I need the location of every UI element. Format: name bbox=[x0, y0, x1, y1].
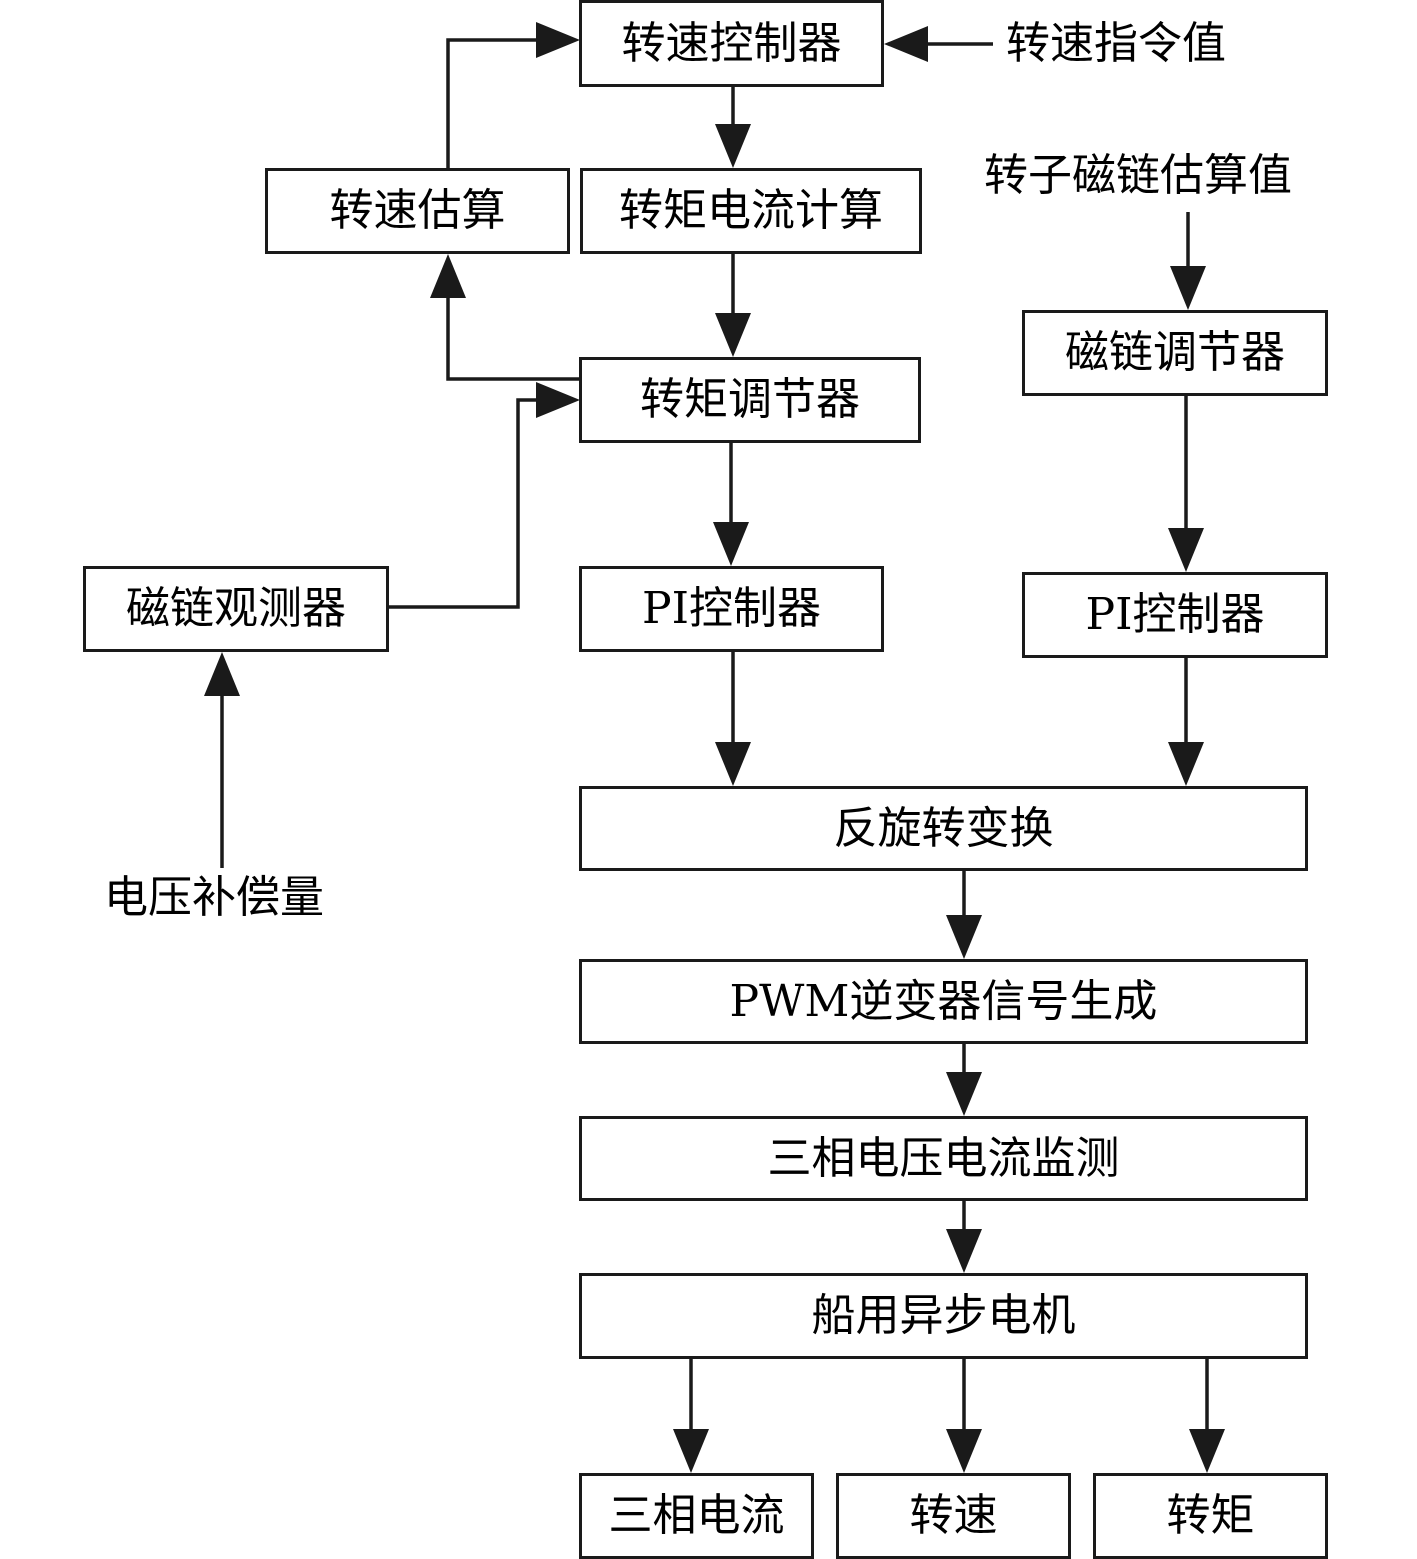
arrowhead bbox=[884, 26, 928, 62]
marine-motor-label: 船用异步电机 bbox=[811, 1290, 1076, 1341]
arrowhead bbox=[713, 522, 749, 566]
three-phase-monitor-label: 三相电压电流监测 bbox=[767, 1132, 1120, 1184]
torque-regulator-box: 转矩调节器 bbox=[579, 357, 921, 443]
speed-estimation-label: 转速估算 bbox=[329, 185, 506, 236]
arrowhead bbox=[715, 124, 751, 168]
arrowhead bbox=[715, 313, 751, 357]
rotor-flux-estimate-label: 转子磁链估算值 bbox=[984, 150, 1292, 201]
pwm-generation-label: PWM逆变器信号生成 bbox=[729, 975, 1158, 1027]
arrowhead bbox=[715, 742, 751, 786]
output-three-phase-current-box: 三相电流 bbox=[579, 1473, 814, 1559]
output-speed-box: 转速 bbox=[836, 1473, 1071, 1559]
pwm-generation-box: PWM逆变器信号生成 bbox=[579, 959, 1308, 1044]
arrowhead bbox=[1168, 742, 1204, 786]
arrowhead bbox=[946, 1229, 982, 1273]
pi-controller-right-label: PI控制器 bbox=[1085, 589, 1265, 640]
output-three-phase-current-label: 三相电流 bbox=[608, 1490, 785, 1541]
pi-controller-left-label: PI控制器 bbox=[642, 583, 821, 634]
arrowhead bbox=[673, 1429, 709, 1473]
torque-regulator-label: 转矩调节器 bbox=[640, 374, 860, 425]
flux-regulator-label: 磁链调节器 bbox=[1065, 327, 1285, 378]
torque-current-calc-box: 转矩电流计算 bbox=[580, 168, 922, 254]
arrowhead bbox=[1168, 528, 1204, 572]
three-phase-monitor-box: 三相电压电流监测 bbox=[579, 1116, 1308, 1201]
arrowhead bbox=[1189, 1429, 1225, 1473]
flux-regulator-box: 磁链调节器 bbox=[1022, 310, 1328, 396]
speed-command-label: 转速指令值 bbox=[1006, 18, 1226, 69]
torque-current-calc-label: 转矩电流计算 bbox=[619, 185, 883, 236]
output-torque-box: 转矩 bbox=[1093, 1473, 1328, 1559]
arrowhead bbox=[946, 915, 982, 959]
voltage-compensation-label: 电压补偿量 bbox=[104, 872, 324, 923]
arrowhead bbox=[536, 382, 580, 418]
marine-motor-box: 船用异步电机 bbox=[579, 1273, 1308, 1359]
speed-controller-box: 转速控制器 bbox=[579, 0, 884, 87]
inverse-rotation-label: 反旋转变换 bbox=[833, 802, 1054, 854]
speed-controller-label: 转速控制器 bbox=[621, 17, 842, 69]
arrowhead bbox=[946, 1429, 982, 1473]
flux-observer-box: 磁链观测器 bbox=[83, 566, 389, 652]
edge-torque-regulator-to-estimation bbox=[446, 290, 580, 381]
output-torque-label: 转矩 bbox=[1166, 1490, 1255, 1541]
inverse-rotation-box: 反旋转变换 bbox=[579, 786, 1308, 871]
pi-controller-left-box: PI控制器 bbox=[579, 566, 884, 652]
edge-flux-observer-to-torque-regulator bbox=[389, 398, 545, 609]
arrowhead bbox=[536, 22, 580, 58]
arrowhead bbox=[1170, 266, 1206, 310]
arrowhead bbox=[430, 254, 466, 298]
arrowhead bbox=[204, 652, 240, 696]
flux-observer-label: 磁链观测器 bbox=[126, 583, 346, 634]
output-speed-label: 转速 bbox=[909, 1490, 998, 1541]
edge-estimation-to-speed-controller bbox=[446, 38, 545, 168]
speed-estimation-box: 转速估算 bbox=[265, 168, 570, 254]
pi-controller-right-box: PI控制器 bbox=[1022, 572, 1328, 658]
arrowhead bbox=[946, 1072, 982, 1116]
